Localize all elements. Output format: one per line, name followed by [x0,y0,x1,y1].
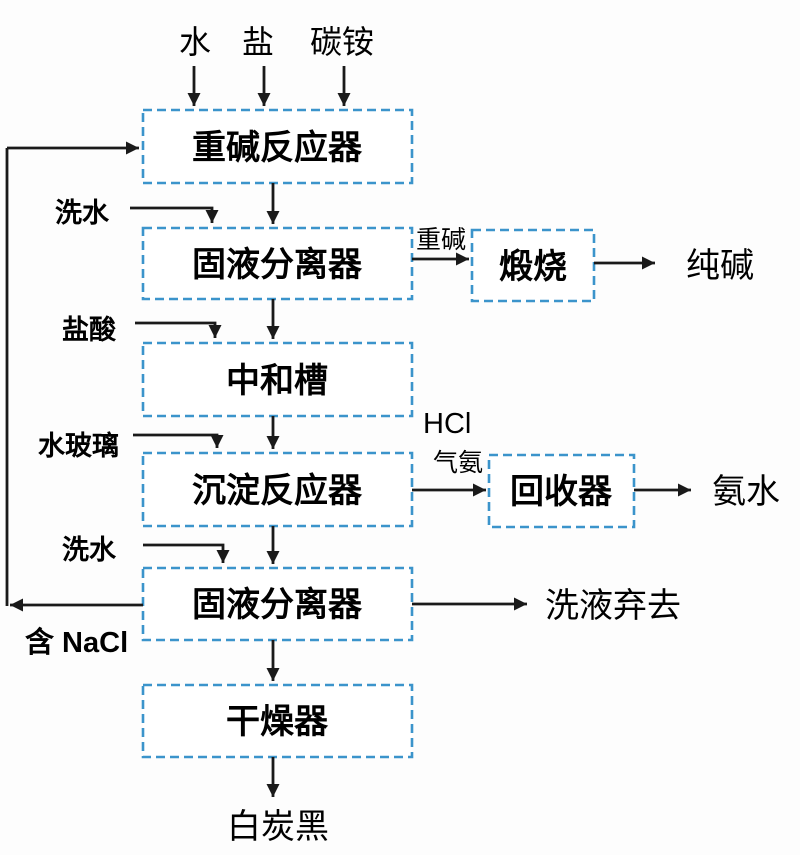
label-solid-liquid-separator-2: 固液分离器 [192,585,363,624]
label-calcination: 煅烧 [499,248,567,286]
label-water-glass: 水玻璃 [38,431,119,461]
label-neutralization-tank: 中和槽 [226,362,328,400]
box-neutralization-tank [141,341,414,418]
label-input-water: 水 [179,24,211,60]
label-contains-nacl: 含 NaCl [25,625,128,659]
label-solid-liquid-separator-1: 固液分离器 [192,245,363,284]
arrow-water-glass [133,433,224,448]
arrow-wash-water-1 [130,206,219,223]
arrow-wash-water-2 [143,543,230,563]
label-input-salt: 盐 [242,24,274,60]
box-solid-liquid-separator-1 [141,226,414,301]
label-precipitation-reactor: 沉淀反应器 [192,472,363,510]
label-recovery-unit: 回收器 [510,473,613,511]
box-calcination [470,228,596,303]
label-wash-water-2: 洗水 [62,535,117,565]
label-dryer: 干燥器 [226,703,329,741]
box-dryer [141,683,414,759]
label-output-white-carbon-black: 白炭黑 [227,808,329,846]
box-solid-liquid-separator-2 [141,566,414,642]
label-hydrochloric-acid: 盐酸 [62,315,117,345]
box-recovery-unit [487,453,636,529]
label-heavy-alkali-reactor: 重碱反应器 [192,129,363,167]
arrow-hydrochloric-acid [135,321,222,338]
label-ammonia-gas-stream: 气氨 [433,449,483,477]
label-wash-water-1: 洗水 [55,198,110,228]
box-heavy-alkali-reactor [141,108,414,185]
label-output-soda-ash: 纯碱 [686,247,754,285]
label-input-ammonium-bicarbonate: 碳铵 [310,24,374,60]
label-heavy-alkali-stream: 重碱 [416,226,466,254]
label-output-ammonia-water: 氨水 [712,473,780,511]
label-hcl-stream: HCl [423,408,471,440]
box-precipitation-reactor [141,451,414,528]
label-output-wash-liquid-discard: 洗液弃去 [545,587,681,625]
